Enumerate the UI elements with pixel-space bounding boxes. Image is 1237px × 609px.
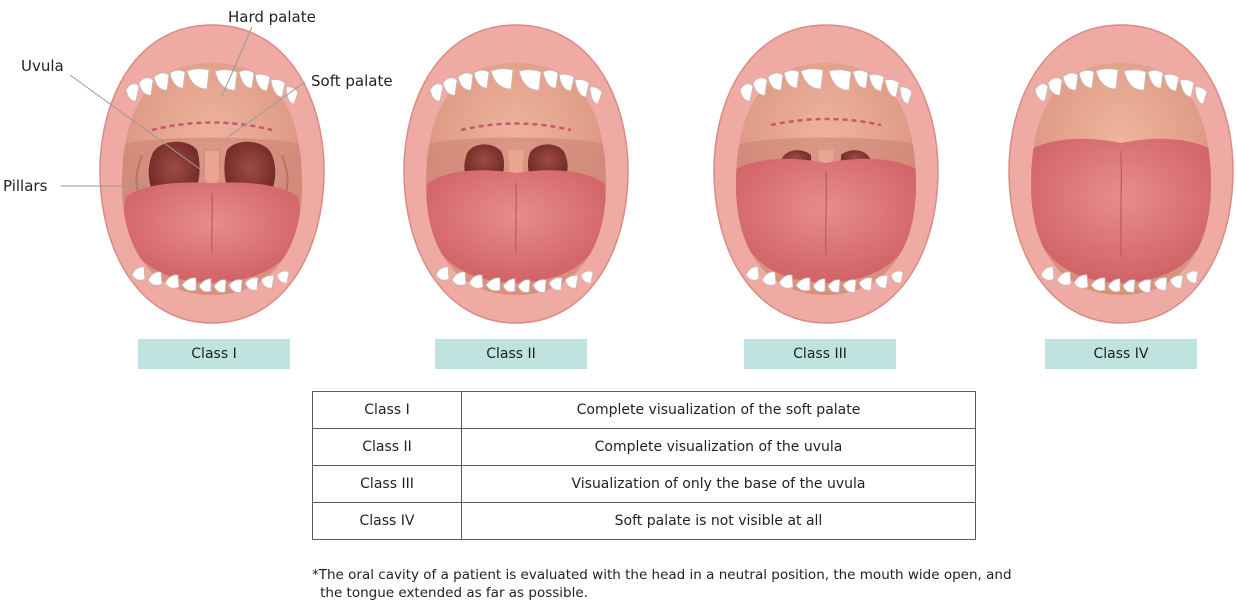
label-uvula: Uvula [21,57,64,75]
class-description-cell: Soft palate is not visible at all [462,503,976,540]
mallampati-illustrations: Hard palate Uvula Soft palate Pillars [0,0,1237,340]
label-soft-palate: Soft palate [311,72,393,90]
class-badge-3: Class III [744,339,896,369]
class-name-cell: Class IV [313,503,462,540]
class-badge-1: Class I [138,339,290,369]
table-row: Class I Complete visualization of the so… [313,392,976,429]
label-hard-palate: Hard palate [228,8,316,26]
mouth-class-3 [714,25,938,323]
class-name-cell: Class I [313,392,462,429]
class-description-cell: Complete visualization of the soft palat… [462,392,976,429]
class-name-cell: Class III [313,466,462,503]
footnote: *The oral cavity of a patient is evaluat… [312,566,1020,602]
class-badge-2: Class II [435,339,587,369]
table-row: Class III Visualization of only the base… [313,466,976,503]
class-description-cell: Visualization of only the base of the uv… [462,466,976,503]
mouth-class-4 [1009,25,1233,323]
mouth-class-1 [100,25,324,323]
classification-table: Class I Complete visualization of the so… [312,391,976,540]
table-row: Class IV Soft palate is not visible at a… [313,503,976,540]
class-description-cell: Complete visualization of the uvula [462,429,976,466]
class-name-cell: Class II [313,429,462,466]
mouth-class-2 [404,25,628,323]
class-badge-4: Class IV [1045,339,1197,369]
label-pillars: Pillars [3,177,48,195]
table-row: Class II Complete visualization of the u… [313,429,976,466]
